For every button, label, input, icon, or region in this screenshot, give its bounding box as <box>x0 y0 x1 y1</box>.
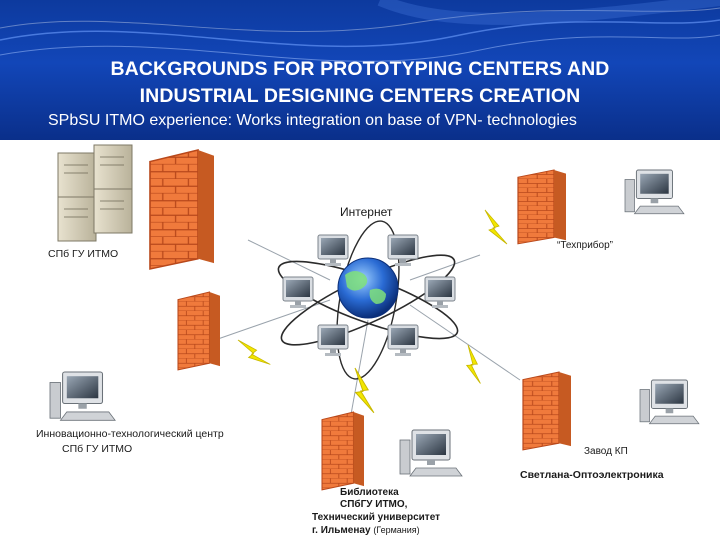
label-svetlana: Светлана-Оптоэлектроника <box>520 469 664 481</box>
label-zavod: Завод КП <box>584 446 628 457</box>
workstation-icon-tekhpribor <box>624 169 685 215</box>
label-itmo: СПб ГУ ИТМО <box>48 248 118 260</box>
slide-header: BACKGROUNDS FOR PROTOTYPING CENTERS AND … <box>0 0 720 140</box>
lightning-icon-tekhpribor <box>484 209 508 245</box>
label-library-line-1: Библиотека <box>340 486 399 498</box>
label-tekhpribor: “Техприбор” <box>557 239 613 251</box>
firewall-icon-library <box>321 411 365 491</box>
firewall-icon-itmo <box>149 149 215 270</box>
title-line-2: INDUSTRIAL DESIGNING CENTERS CREATION <box>139 85 581 107</box>
internet-globe-icon <box>277 220 459 380</box>
slide-subtitle: SPbSU ITMO experience: Works integration… <box>48 112 577 129</box>
workstation-icon-innovation <box>49 371 116 421</box>
lightning-icon-zavod <box>458 344 490 384</box>
lightning-icon-innovation <box>237 332 271 373</box>
header-wave-decoration <box>0 0 720 62</box>
network-diagram: СПб ГУ ИТМО Интернет “Техприбор” Инновац… <box>36 144 700 536</box>
workstation-icon-zavod <box>639 379 700 425</box>
label-library-line-4: г. Ильменау (Германия) <box>312 525 420 536</box>
label-innovation-line-1: Инновационно-технологический центр <box>36 428 224 440</box>
label-library-line-2: СПбГУ ИТМО, <box>340 498 408 510</box>
title-line-1: BACKGROUNDS FOR PROTOTYPING CENTERS AND <box>110 58 610 80</box>
firewall-icon-zavod <box>522 371 572 451</box>
firewall-icon-tekhpribor <box>517 169 567 245</box>
label-internet: Интернет <box>340 205 393 219</box>
connection-lines <box>214 239 521 421</box>
workstation-icon-library <box>399 429 463 477</box>
slide-title: BACKGROUNDS FOR PROTOTYPING CENTERS AND … <box>0 56 720 110</box>
label-innovation-line-2: СПб ГУ ИТМО <box>62 443 132 455</box>
label-library-line-3: Технический университет <box>312 512 440 523</box>
server-rack-icon <box>57 144 133 242</box>
firewall-icon-innovation <box>177 291 221 371</box>
